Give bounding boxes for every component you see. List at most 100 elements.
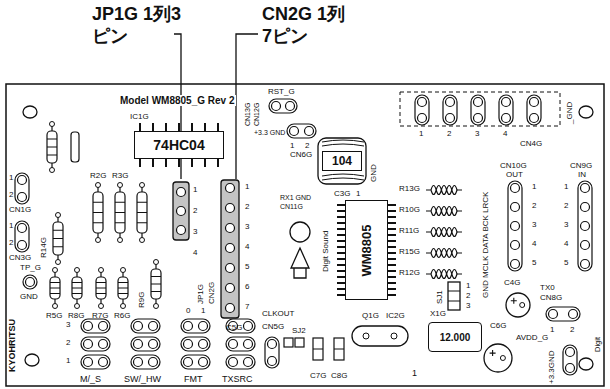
resistor-pad [56, 260, 61, 265]
pin-header [499, 95, 513, 125]
silkscreen-label: IC1G [130, 113, 149, 122]
pin-pad [149, 340, 158, 349]
ic-pin [337, 252, 345, 254]
inductor-winding [322, 174, 364, 176]
silkscreen-label: 1 [412, 369, 417, 379]
electrolytic-capacitor [506, 293, 530, 317]
pin-pad [581, 203, 590, 212]
resistor-pad [140, 238, 145, 243]
mounting-hole [579, 358, 593, 370]
ic-pin [204, 123, 206, 131]
silkscreen-label: C3G [334, 190, 350, 199]
pin-pad [99, 340, 108, 349]
resistor-pad [140, 183, 145, 188]
ic-pin [388, 294, 396, 296]
silkscreen-label: TX0 [540, 284, 555, 293]
resistor-band [151, 284, 161, 285]
pin-header [287, 124, 316, 138]
resistor-pad [121, 268, 126, 273]
resistor-symbol [72, 277, 82, 299]
resistor-symbol [93, 192, 103, 233]
pin-pad [418, 98, 427, 107]
silkscreen-label: R13G [399, 185, 420, 194]
silkscreen-label: R12G [399, 269, 420, 278]
ic-pin [388, 210, 396, 212]
resistor-pad [121, 304, 126, 309]
crystal-pad [391, 333, 397, 339]
resistor-band [118, 293, 128, 294]
silkscreen-label: X1G [430, 310, 446, 319]
silkscreen-label: CN1G [9, 206, 31, 215]
pin-pad [244, 358, 253, 367]
silkscreen-label: 5 [564, 259, 568, 268]
pin-header [131, 337, 160, 351]
pin-pad [229, 340, 238, 349]
pin-pad [268, 340, 277, 349]
resistor-pad [75, 268, 80, 273]
ic-pin [337, 204, 345, 206]
resistor-band [96, 288, 106, 289]
silkscreen-label: CN3G [9, 254, 31, 263]
pin-header [443, 95, 457, 125]
resistor-band [137, 212, 147, 213]
ic-pin [388, 234, 396, 236]
pin-pad [84, 358, 93, 367]
silkscreen-label: 0 [186, 307, 190, 316]
chip-marking: 104 [332, 154, 352, 168]
silkscreen-label: 3 [466, 302, 470, 311]
silkscreen-label: Digit [594, 337, 602, 352]
silkscreen-label: 4 [245, 243, 249, 252]
optical-transmitter [291, 248, 309, 278]
silkscreen-label: CLKOUT [262, 310, 294, 319]
resistor-band [151, 276, 161, 277]
capacitor-pad [520, 303, 525, 308]
pin-header [131, 319, 160, 333]
ic-pin [337, 288, 345, 290]
pin-pad [226, 204, 235, 213]
silkscreen-label: CN2G [208, 282, 217, 304]
resistor-band [93, 202, 103, 203]
ic-pin [388, 264, 396, 266]
silkscreen-label: 3 [66, 321, 70, 330]
silkscreen-label: CN9G [570, 162, 592, 171]
ic-pin [388, 282, 396, 284]
silkscreen-label: CN10G [500, 162, 527, 171]
resistor-symbol [115, 192, 125, 233]
resistor-band [93, 212, 103, 213]
resistor-symbol [96, 277, 106, 299]
pin-pad [446, 114, 455, 123]
silkscreen-label: Digit Sound [322, 231, 331, 272]
silkscreen-label: R11G [399, 227, 419, 236]
silkscreen-label: CN12G [253, 103, 261, 126]
ceramic-capacitor [71, 132, 79, 162]
resistor-band [53, 238, 63, 239]
ic-pin [337, 216, 345, 218]
connector-highlight [221, 180, 239, 318]
resistor-symbol [53, 222, 63, 255]
ic-pin [388, 240, 396, 242]
resistor-pad [53, 304, 58, 309]
resistor-pad [118, 238, 123, 243]
pin-header [181, 355, 210, 369]
pin-pad [549, 310, 558, 319]
silkscreen-label: IN [578, 171, 586, 180]
resistor-band [53, 246, 63, 247]
ic-pin [337, 282, 345, 284]
chip-marking: 74HC04 [153, 137, 204, 153]
silkscreen-label: OUT [506, 171, 523, 180]
pin-pad [18, 176, 27, 185]
chip-marking: WM8805 [359, 224, 374, 276]
resistor-band [72, 282, 82, 283]
ic-chip: 74HC04 [134, 131, 224, 159]
pin-pad [446, 98, 455, 107]
pin-pad [530, 114, 539, 123]
resistor-band [96, 282, 106, 283]
silkscreen-label: AVDD_G [516, 334, 548, 343]
resistor-pad [154, 260, 159, 265]
jumper-highlight [173, 182, 189, 240]
silkscreen-label: 6 [245, 283, 249, 292]
silkscreen-label: 3 [564, 221, 568, 230]
silkscreen-label: FMT [184, 375, 203, 385]
mounting-hole [25, 354, 39, 366]
inductor-winding [322, 178, 364, 180]
